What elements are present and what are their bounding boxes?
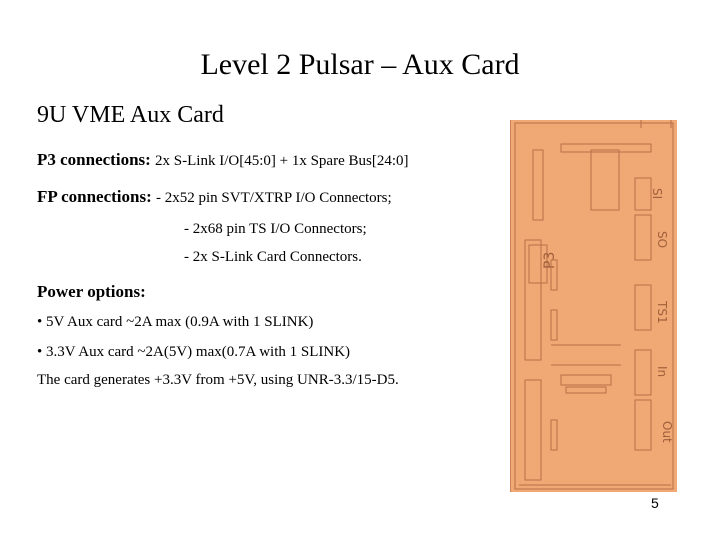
fp-connections-item-2: - 2x68 pin TS I/O Connectors; [184, 221, 367, 237]
fp-connections-item-1: - 2x52 pin SVT/XTRP I/O Connectors; [156, 190, 392, 206]
aux-card-board-image: P3 SI SO TS1 In Out [510, 120, 677, 492]
svg-text:P3: P3 [542, 252, 558, 269]
svg-text:In: In [655, 366, 669, 377]
board-chip [590, 149, 620, 211]
p3-connections-label: P3 connections: [37, 150, 156, 169]
power-bullet-5v: • 5V Aux card ~2A max (0.9A with 1 SLINK… [37, 314, 314, 330]
power-bullet-3v3: • 3.3V Aux card ~2A(5V) max(0.7A with 1 … [37, 344, 351, 360]
svg-text:Out: Out [660, 421, 674, 443]
p3-connections-line: P3 connections: 2x S-Link I/O[45:0] + 1x… [37, 149, 408, 172]
svg-text:SI: SI [650, 188, 664, 199]
svg-text:TS1: TS1 [655, 300, 669, 324]
slide-title: Level 2 Pulsar – Aux Card [200, 48, 520, 81]
fp-connections-line: FP connections: - 2x52 pin SVT/XTRP I/O … [37, 186, 392, 209]
p3-connections-text: 2x S-Link I/O[45:0] + 1x Spare Bus[24:0] [155, 153, 409, 169]
fp-connections-label: FP connections: [37, 187, 156, 206]
fp-connections-item-3: - 2x S-Link Card Connectors. [184, 249, 362, 265]
slide-subtitle: 9U VME Aux Card [37, 102, 224, 128]
power-options-label: Power options: [37, 282, 146, 301]
board-connector-left [524, 239, 542, 361]
board-drawing: P3 SI SO TS1 In Out [514, 120, 674, 490]
power-note: The card generates +3.3V from +5V, using… [37, 372, 399, 388]
board-outline [514, 122, 674, 490]
svg-text:SO: SO [655, 231, 669, 248]
page-number: 5 [651, 495, 659, 511]
